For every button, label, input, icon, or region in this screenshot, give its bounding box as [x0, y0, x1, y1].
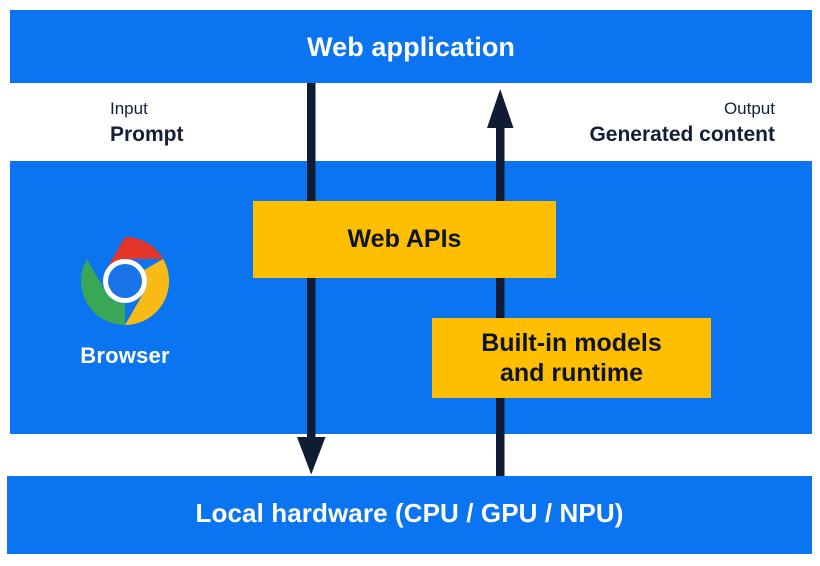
browser-block: Browser	[61, 237, 189, 369]
builtin-models-label: Built-in models and runtime	[481, 328, 662, 388]
web-apis-label: Web APIs	[347, 225, 462, 254]
input-value-label: Prompt	[110, 122, 184, 146]
builtin-models-box[interactable]: Built-in models and runtime	[432, 318, 711, 398]
input-flow-label: Input Prompt	[110, 100, 184, 147]
web-application-title: Web application	[306, 32, 516, 62]
web-apis-box[interactable]: Web APIs	[253, 201, 556, 278]
input-kind-label: Input	[110, 99, 148, 118]
output-kind-label: Output	[723, 99, 775, 118]
local-hardware-title: Local hardware (CPU / GPU / NPU)	[195, 498, 624, 528]
browser-label: Browser	[80, 343, 170, 368]
output-value-label: Generated content	[589, 122, 775, 146]
web-application-band: Web application	[10, 10, 812, 83]
local-hardware-band: Local hardware (CPU / GPU / NPU)	[7, 476, 812, 554]
output-flow-label: Output Generated content	[589, 100, 775, 147]
chrome-logo-icon	[81, 237, 169, 325]
